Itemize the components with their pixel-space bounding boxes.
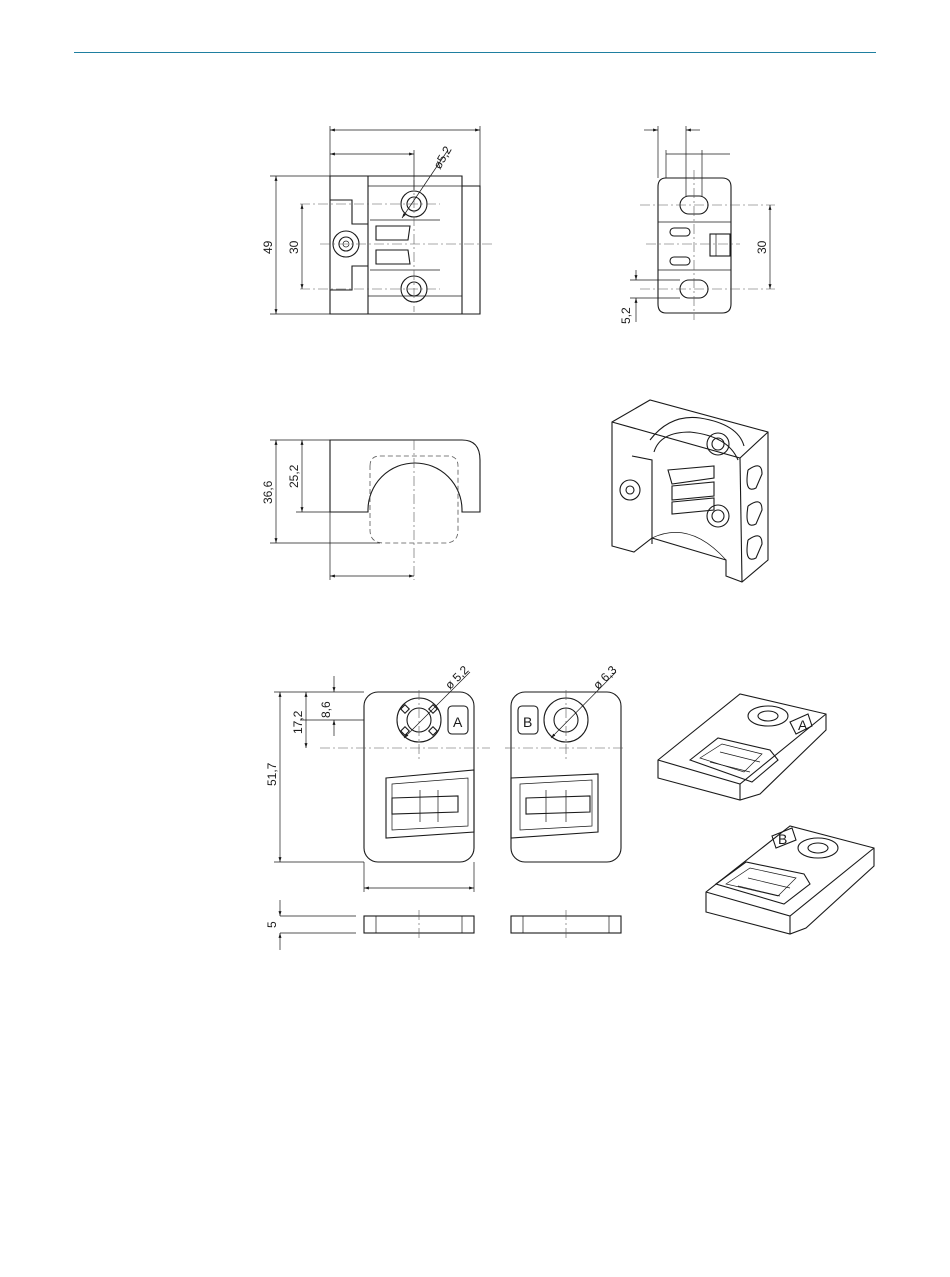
dim-8-6: 8,6 xyxy=(319,701,333,718)
dim-total-height: 49 xyxy=(261,240,275,254)
dim-hole-spacing-front: 30 xyxy=(287,240,301,254)
dim-thickness-5: 5 xyxy=(265,921,279,928)
isometric-plate-a xyxy=(658,694,826,800)
front-view xyxy=(270,126,494,314)
isometric-bracket xyxy=(612,400,768,582)
plate-b-tag: B xyxy=(523,714,532,730)
dim-hole-diameter-top: ø5,2 xyxy=(430,143,454,171)
dim-17-2: 17,2 xyxy=(291,710,305,734)
dim-hole-spacing-side: 30 xyxy=(755,240,769,254)
dim-hole-diameter-a: ø 5,2 xyxy=(442,663,471,692)
dim-hole-diameter-b: ø 6,3 xyxy=(590,663,619,692)
iso-plate-b-tag: B xyxy=(778,831,787,847)
iso-plate-a-tag: A xyxy=(798,717,808,733)
plate-a-tag: A xyxy=(453,714,463,730)
isometric-plate-b xyxy=(706,826,874,934)
section-view xyxy=(270,440,480,580)
dim-51-7: 51,7 xyxy=(265,762,279,786)
dim-slot-width: 5,2 xyxy=(619,307,633,324)
dim-height-bottom: 36,6 xyxy=(261,480,275,504)
side-view xyxy=(630,126,775,322)
plate-a-view xyxy=(320,690,490,862)
dim-arc-height: 25,2 xyxy=(287,464,301,488)
